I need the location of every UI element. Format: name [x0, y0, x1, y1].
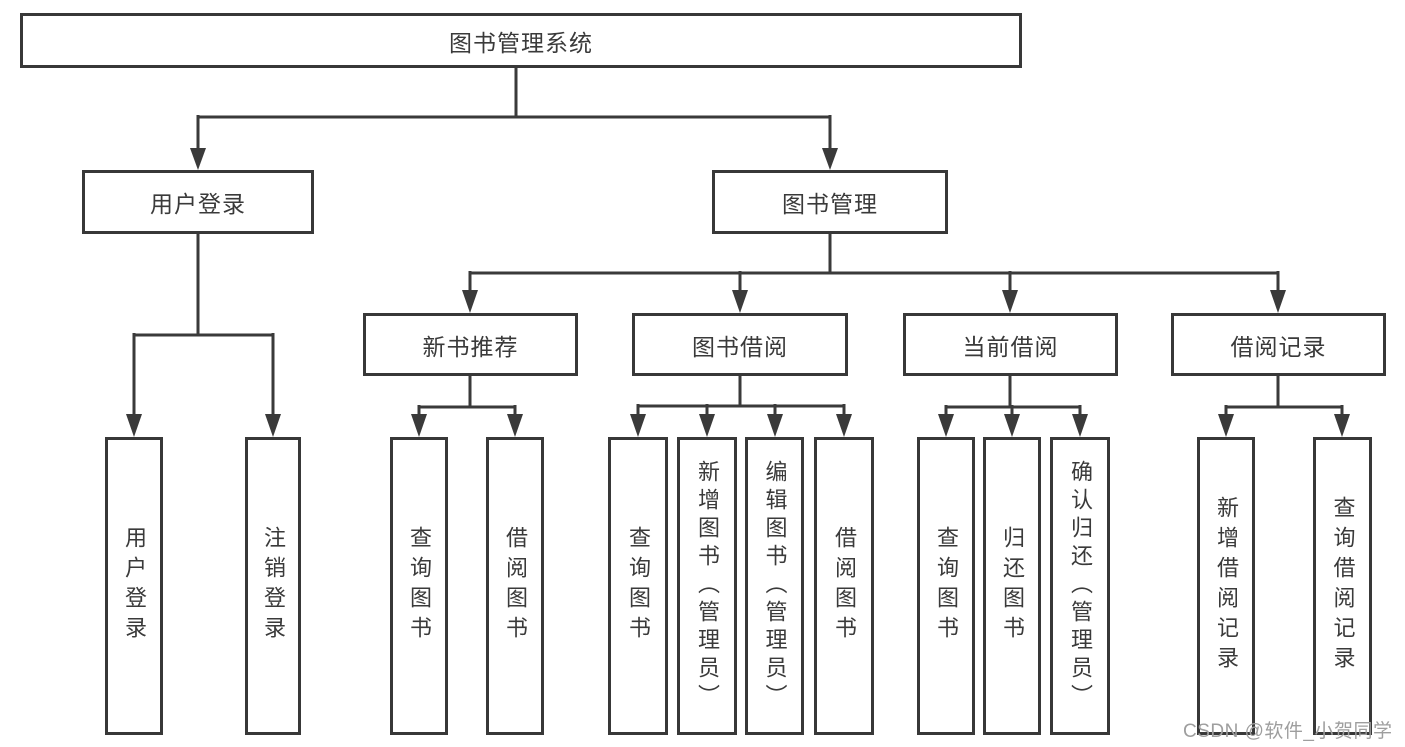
- node-label: 查询图书: [407, 526, 432, 646]
- connector-user-login-to-leaves: [126, 234, 281, 437]
- node-book-management: 图书管理: [712, 170, 948, 234]
- node-label: 查询图书: [934, 526, 959, 646]
- connector-current-borrow-to-leaves: [938, 376, 1088, 437]
- node-label: 注销登录: [261, 526, 286, 646]
- node-label: 编辑图书（管理员）: [762, 460, 788, 712]
- node-new-book-recommend: 新书推荐: [363, 313, 578, 376]
- node-label: 查询借阅记录: [1330, 496, 1356, 676]
- node-label: 借阅图书: [503, 526, 528, 646]
- node-label: 新书推荐: [422, 333, 519, 360]
- node-leaf-query-borrow-record: 查询借阅记录: [1313, 437, 1372, 735]
- node-leaf-add-book-admin: 新增图书（管理员）: [677, 437, 737, 735]
- node-leaf-return-book: 归还图书: [983, 437, 1041, 735]
- node-label: 图书管理系统: [449, 29, 593, 56]
- node-label: 图书借阅: [692, 333, 788, 360]
- connector-root-to-level2: [190, 68, 838, 170]
- node-leaf-borrow-book-1: 借阅图书: [486, 437, 544, 735]
- connector-book-management-to-level3: [462, 234, 1286, 313]
- node-leaf-query-book-2: 查询图书: [608, 437, 668, 735]
- connector-book-borrow-to-leaves: [630, 376, 852, 437]
- node-label: 用户登录: [122, 526, 147, 646]
- node-leaf-logout: 注销登录: [245, 437, 301, 735]
- node-label: 借阅记录: [1230, 333, 1327, 360]
- node-label: 用户登录: [150, 191, 246, 217]
- node-current-borrow: 当前借阅: [903, 313, 1118, 376]
- node-leaf-add-borrow-record: 新增借阅记录: [1197, 437, 1255, 735]
- node-label: 确认归还（管理员）: [1068, 460, 1093, 712]
- node-leaf-edit-book-admin: 编辑图书（管理员）: [745, 437, 804, 735]
- node-user-login: 用户登录: [82, 170, 314, 234]
- node-label: 当前借阅: [962, 333, 1059, 360]
- node-label: 查询图书: [626, 526, 651, 646]
- node-leaf-borrow-book-2: 借阅图书: [814, 437, 874, 735]
- node-label: 新增借阅记录: [1214, 496, 1239, 676]
- node-leaf-confirm-return-admin: 确认归还（管理员）: [1050, 437, 1110, 735]
- connector-borrow-record-to-leaves: [1218, 376, 1350, 437]
- csdn-watermark: CSDN @软件_小贺同学: [1183, 721, 1393, 742]
- node-label: 借阅图书: [832, 526, 857, 646]
- connector-new-book-to-leaves: [411, 376, 523, 437]
- node-borrow-record: 借阅记录: [1171, 313, 1386, 376]
- node-leaf-query-book-1: 查询图书: [390, 437, 448, 735]
- node-book-borrow: 图书借阅: [632, 313, 848, 376]
- node-library-management-system: 图书管理系统: [20, 13, 1022, 68]
- node-leaf-query-book-3: 查询图书: [917, 437, 975, 735]
- node-label: 新增图书（管理员）: [695, 460, 720, 712]
- node-label: 归还图书: [1000, 526, 1025, 646]
- node-leaf-user-login: 用户登录: [105, 437, 163, 735]
- node-label: 图书管理: [782, 191, 878, 217]
